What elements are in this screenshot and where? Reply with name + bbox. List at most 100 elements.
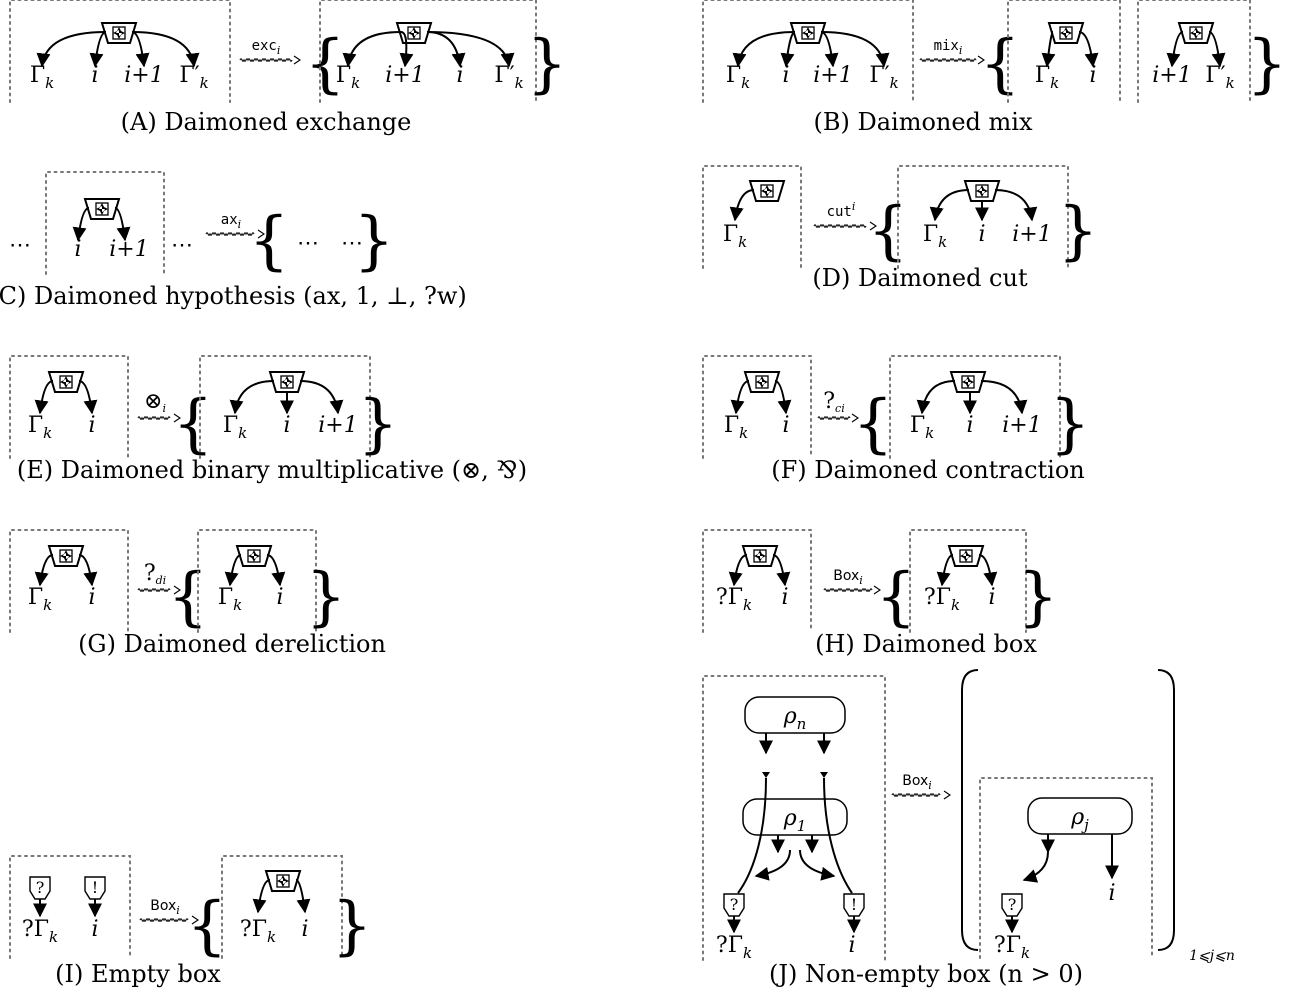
daimon-node [264, 870, 302, 892]
link-arrow [426, 31, 466, 68]
query-node-symbol: ? [730, 895, 739, 914]
link-arrow [36, 31, 107, 68]
daimon-node [949, 371, 987, 393]
daimon-node [100, 22, 138, 44]
gamma-k-label: Γk [223, 413, 247, 442]
caption-g: (G) Daimoned dereliction [78, 630, 386, 658]
rewrite-arrow-head [977, 55, 985, 65]
rewrite-arrow-head [943, 790, 951, 800]
link-curve [823, 777, 853, 894]
dotted-box [199, 355, 371, 459]
link-arrow [820, 31, 890, 68]
index-i-label: i [978, 222, 985, 247]
index-i-label: i [966, 413, 973, 438]
ellipsis-label: ⋯ [297, 231, 319, 256]
link-arrow [131, 31, 150, 68]
rewrite-squiggle-arrow [239, 58, 293, 62]
query-gamma-k-label: ?Γk [716, 933, 752, 962]
query-node-symbol: ? [1008, 895, 1017, 914]
index-i-label: i [781, 585, 788, 610]
rewrite-squiggle-arrow [817, 416, 851, 420]
rewrite-label: axi [221, 212, 241, 231]
daimon-cross-icon [408, 27, 420, 39]
query-gamma-k-label: ?Γk [22, 917, 58, 946]
index-i-label: i [456, 63, 463, 88]
index-i-label: i [74, 237, 81, 262]
rewrite-squiggle-arrow [137, 416, 171, 420]
gamma-k-label: Γk [726, 63, 750, 92]
dotted-box [702, 675, 886, 961]
caption-d: (D) Daimoned cut [812, 264, 1028, 292]
left-brace: { [305, 27, 346, 101]
daimon-node [268, 371, 306, 393]
rewrite-label: exci [252, 38, 281, 57]
link-arrow [936, 554, 954, 587]
index-range-label: 1⩽j⩽n [1189, 948, 1235, 964]
caption-e: (E) Daimoned binary multiplicative (⊗, ⅋… [17, 456, 527, 484]
right-bracket [1157, 669, 1175, 951]
rewrite-squiggle-arrow [137, 588, 171, 592]
link-arrow [1022, 851, 1049, 883]
query-node [1001, 893, 1023, 917]
gamma-k-prime-label: Γ′k [1205, 63, 1234, 92]
rewrite-squiggle-arrow [919, 58, 977, 62]
rewrite-squiggle-arrow [205, 232, 255, 236]
rewrite-label: Boxi [902, 773, 932, 792]
index-i-plus-1-label: i+1 [124, 63, 163, 88]
daimon-cross-icon [60, 550, 72, 562]
left-brace: { [249, 204, 290, 278]
bang-node-symbol: ! [92, 878, 98, 897]
right-brace: } [332, 889, 373, 963]
dotted-box [221, 855, 343, 959]
left-brace: { [868, 194, 909, 268]
link-arrow [1208, 31, 1226, 68]
gamma-k-label: Γk [30, 63, 54, 92]
link-arrow [295, 879, 311, 914]
right-brace: } [358, 387, 399, 461]
link-arrow [224, 554, 242, 587]
index-i-plus-1-label: i+1 [1012, 222, 1051, 247]
rewrite-arrow-head [191, 915, 199, 925]
index-i-label: i [782, 413, 789, 438]
link-arrow [754, 849, 791, 881]
index-i-plus-1-label: i+1 [385, 63, 424, 88]
daimon-cross-icon [802, 27, 814, 39]
bang-node [843, 893, 865, 917]
daimon-cross-icon [960, 550, 972, 562]
ellipsis-label: ⋯ [9, 233, 31, 258]
dotted-box [889, 355, 1061, 459]
index-i-label: i [91, 63, 98, 88]
index-i-label: i [301, 917, 308, 942]
dotted-box [9, 0, 231, 103]
left-brace: { [853, 387, 894, 461]
query-gamma-k-label: ?Γk [994, 933, 1030, 962]
caption-h: (H) Daimoned box [815, 630, 1037, 658]
gamma-k-label: Γk [723, 222, 747, 251]
rewrite-label: ?di [144, 561, 166, 587]
query-gamma-k-label: ?Γk [716, 585, 752, 614]
daimon-cross-icon [248, 550, 260, 562]
rewrite-label: Boxi [150, 898, 180, 917]
rho-1-node-label: ρ1 [783, 806, 806, 835]
caption-c: (C) Daimoned hypothesis (ax, 1, ⊥, ?w) [0, 282, 467, 310]
daimon-cross-icon [60, 376, 72, 388]
bang-node [84, 876, 106, 900]
daimon-cross-icon [281, 376, 293, 388]
daimon-node [748, 180, 786, 202]
dotted-box [9, 529, 129, 633]
link-arrow [978, 554, 998, 587]
index-i-label: i [276, 585, 283, 610]
port-marker [820, 772, 828, 778]
link-arrow [729, 189, 755, 222]
link-arrow [266, 554, 286, 587]
right-brace: } [1058, 194, 1099, 268]
index-i-label: i [782, 63, 789, 88]
rho-n-node [744, 696, 846, 734]
rewrite-squiggle-arrow [891, 793, 941, 797]
dotted-box [9, 355, 129, 459]
index-i-label: i [88, 413, 95, 438]
link-arrow [730, 380, 750, 415]
caption-f: (F) Daimoned contraction [771, 456, 1085, 484]
link-arrow [34, 554, 54, 587]
